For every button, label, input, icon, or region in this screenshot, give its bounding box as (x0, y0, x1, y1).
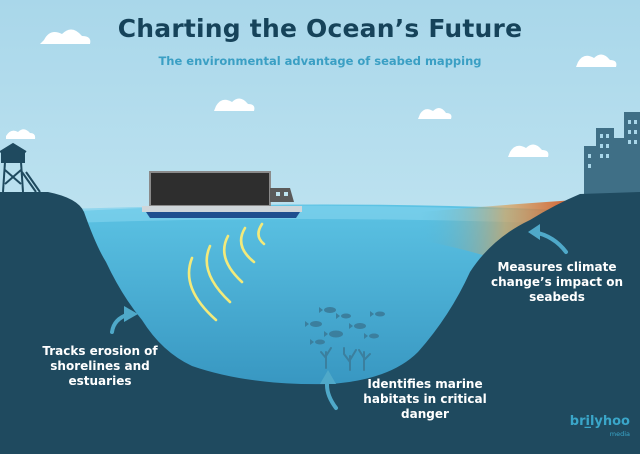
sonar-waves (187, 222, 266, 322)
brand-logo: bri̲lyhoo media (569, 414, 630, 440)
callout-erosion: Tracks erosion of shorelines and estuari… (36, 344, 164, 389)
city-windows (588, 120, 637, 168)
callout-line: Tracks erosion of (42, 344, 158, 358)
callout-line: estuaries (68, 374, 132, 388)
coral-icons (320, 347, 371, 371)
callout-climate: Measures climate change’s impact on seab… (478, 260, 636, 305)
callout-line: seabeds (529, 290, 585, 304)
clouds (6, 29, 617, 157)
page-subtitle: The environmental advantage of seabed ma… (158, 54, 482, 68)
callout-line: shorelines and (50, 359, 150, 373)
brand-sub: media (609, 430, 630, 438)
callout-habitats: Identifies marine habitats in critical d… (350, 377, 500, 422)
callout-line: Measures climate (497, 260, 617, 274)
callout-line: Identifies marine (367, 377, 483, 391)
fish-icons (305, 307, 385, 345)
warm-seabed-zone (420, 200, 575, 262)
callout-line: change’s impact on (490, 275, 624, 289)
survey-boat-icon (142, 171, 302, 218)
page-title: Charting the Ocean’s Future (117, 14, 523, 43)
seabed-land (0, 192, 640, 454)
callout-line: habitats in critical (363, 392, 487, 406)
callout-line: danger (401, 407, 449, 421)
watchtower-icon (0, 142, 41, 193)
brand-name: bri̲lyhoo (569, 414, 630, 429)
